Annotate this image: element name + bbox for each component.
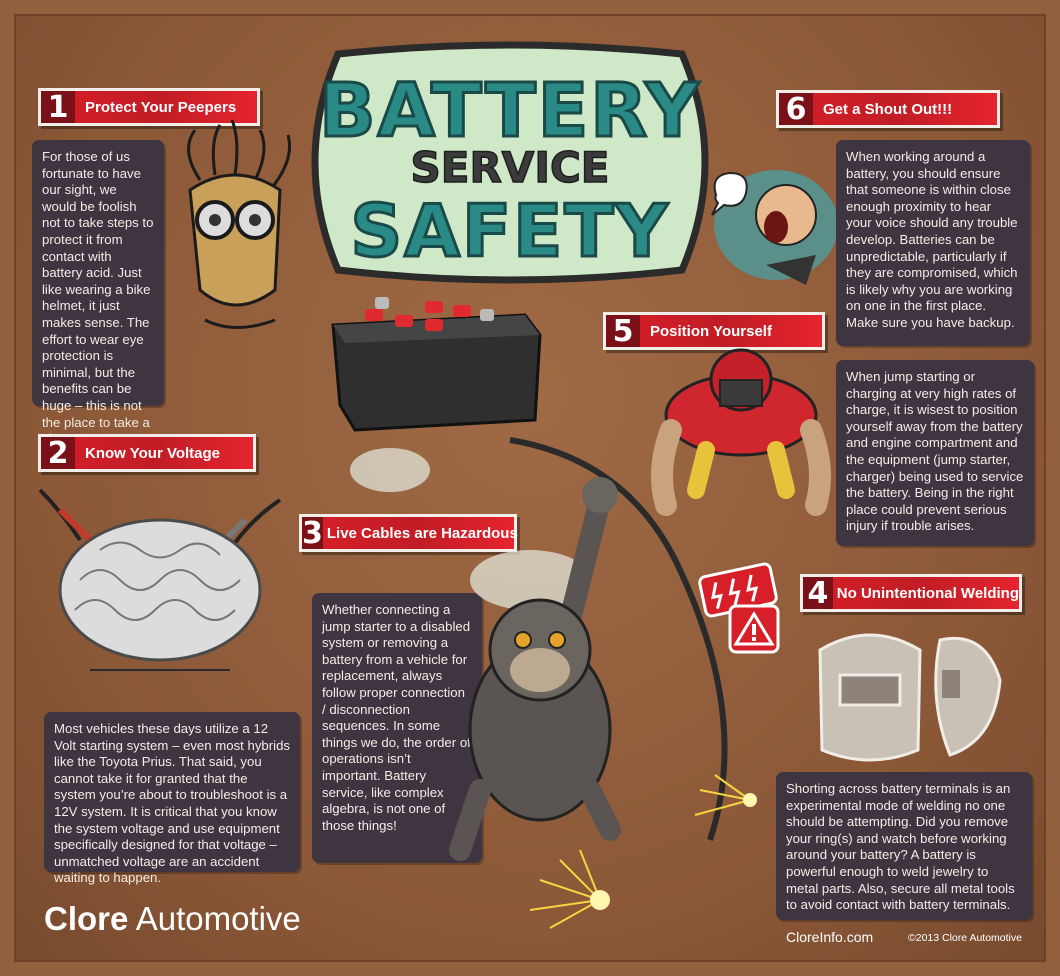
brand-bold: Clore	[44, 900, 129, 937]
section-3-header: 3 Live Cables are Hazardous	[299, 514, 518, 552]
goggles-man-illustration	[187, 119, 291, 329]
section-2-heading: Know Your Voltage	[85, 444, 221, 462]
title-line2: SERVICE	[411, 143, 610, 192]
title-line1: BATTERY	[319, 68, 701, 154]
section-5-header: 5 Position Yourself	[603, 312, 825, 350]
spark-icon	[529, 849, 610, 929]
copyright: ©2013 Clore Automotive	[908, 932, 1022, 944]
shouting-man-illustration	[711, 170, 838, 285]
title-sign: BATTERY SERVICE SAFETY	[311, 41, 709, 284]
section-1-number: 1	[41, 90, 75, 125]
section-2-header: 2 Know Your Voltage	[38, 434, 256, 472]
section-6-text: When working around a battery, you shoul…	[836, 140, 1030, 346]
warning-triangle-icon	[728, 604, 780, 654]
section-4-header: 4 No Unintentional Welding	[800, 574, 1022, 612]
brain-with-clamps-illustration	[38, 488, 282, 671]
monkey-on-cable-illustration	[350, 437, 728, 861]
section-6-heading: Get a Shout Out!!!	[823, 100, 953, 118]
section-5-number: 5	[606, 314, 640, 349]
section-5-text: When jump starting or charging at very h…	[836, 360, 1034, 546]
brand-rest: Automotive	[128, 900, 301, 937]
section-3-heading: Live Cables are Hazardous	[326, 524, 518, 542]
section-2-number: 2	[41, 436, 75, 471]
section-5-heading: Position Yourself	[650, 322, 772, 340]
section-3-number: 3	[302, 515, 323, 551]
title-line3: SAFETY	[350, 189, 669, 273]
section-1-text: For those of us fortunate to have our si…	[32, 140, 164, 446]
section-2-text: Most vehicles these days utilize a 12 Vo…	[44, 712, 300, 885]
section-4-number: 4	[803, 576, 833, 611]
section-6-header: 6 Get a Shout Out!!!	[776, 90, 1000, 128]
section-6-number: 6	[779, 92, 813, 127]
spark-icon	[694, 774, 757, 816]
section-1-header: 1 Protect Your Peepers	[38, 88, 260, 126]
section-1-heading: Protect Your Peepers	[85, 98, 237, 116]
section-4-text: Shorting across battery terminals is an …	[776, 772, 1032, 920]
football-player-illustration	[651, 348, 831, 516]
website-link[interactable]: CloreInfo.com	[786, 929, 874, 945]
battery-illustration	[331, 297, 542, 432]
brand-logo: Clore Automotive	[44, 900, 301, 938]
section-3-text: Whether connecting a jump starter to a d…	[312, 593, 482, 863]
section-4-heading: No Unintentional Welding	[836, 584, 1019, 602]
high-voltage-sign-icon	[698, 562, 778, 618]
welding-mask-illustration	[818, 633, 1002, 762]
